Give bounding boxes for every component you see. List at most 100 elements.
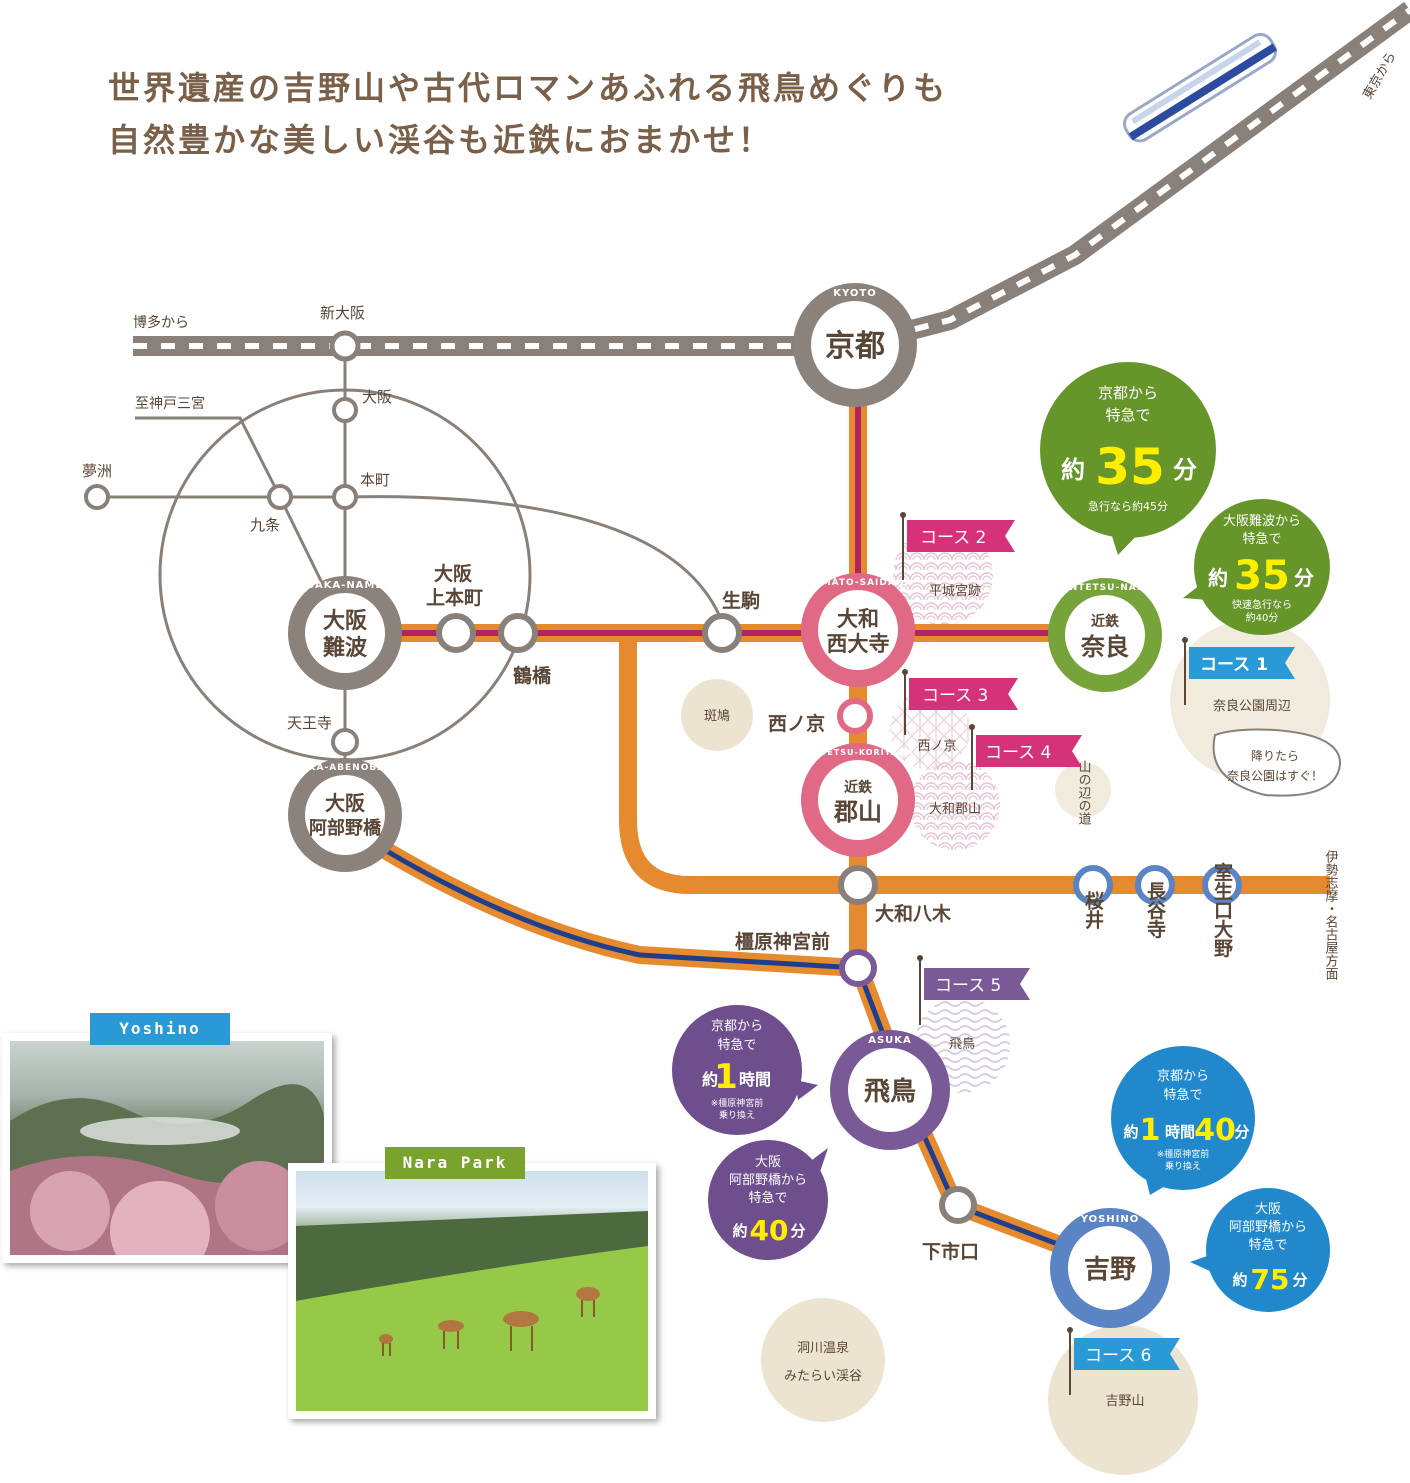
osaka-label: 大阪 <box>362 388 392 406</box>
uehonmachi-label-1: 大阪 <box>434 562 473 585</box>
course-5-flag[interactable]: コース 5 <box>917 955 1030 1025</box>
svg-text:阿部野橋から: 阿部野橋から <box>1229 1220 1307 1235</box>
station-koriyama[interactable] <box>801 743 915 857</box>
svg-text:約40分: 約40分 <box>1246 611 1279 624</box>
hasedera-label: 長谷寺 <box>1144 881 1166 938</box>
yoshinoyama-label: 吉野山 <box>1105 1394 1144 1409</box>
svg-text:約: 約 <box>1061 456 1085 484</box>
svg-text:約: 約 <box>702 1070 718 1089</box>
svg-text:分: 分 <box>1292 1271 1307 1289</box>
svg-text:特急で: 特急で <box>1105 406 1150 424</box>
namba-roman: OSAKA-NAMBA <box>297 580 393 591</box>
station-asuka[interactable] <box>830 1030 950 1150</box>
station-nara[interactable] <box>1048 578 1162 692</box>
svg-text:※橿原神宮前: ※橿原神宮前 <box>1157 1148 1210 1160</box>
kyoto-name: 京都 <box>825 329 885 364</box>
svg-text:分: 分 <box>1234 1123 1249 1141</box>
station-kyoto[interactable] <box>793 283 917 407</box>
course-5-label: コース 5 <box>935 976 1001 996</box>
kyoto-roman: KYOTO <box>833 288 876 299</box>
course-3-flag[interactable]: コース 3 <box>902 669 1018 735</box>
svg-text:大阪難波から: 大阪難波から <box>1223 514 1301 529</box>
koriyama-name-2: 郡山 <box>833 797 882 826</box>
bubble-kyoto-nara: 京都から 特急で 約 35 分 急行なら約45分 <box>1040 362 1216 555</box>
course-2-flag[interactable]: コース 2 <box>900 512 1015 580</box>
tennoji-label: 天王寺 <box>287 714 332 732</box>
station-namba[interactable] <box>288 576 402 690</box>
svg-text:京都から: 京都から <box>711 1019 763 1034</box>
shimoichiguchi-label: 下市口 <box>922 1240 979 1263</box>
shin-osaka-label: 新大阪 <box>320 304 365 322</box>
honmachi-label: 本町 <box>360 471 390 489</box>
course-6-flag[interactable]: コース 6 <box>1067 1327 1180 1395</box>
svg-text:特急で: 特急で <box>1242 532 1281 547</box>
hakata-direction: 博多から <box>133 314 189 331</box>
small-stations <box>84 330 1242 1224</box>
yumeshima-label: 夢洲 <box>82 462 112 480</box>
station-yoshino[interactable] <box>1050 1208 1170 1328</box>
shinkansen-line <box>133 1 1410 356</box>
speech-line-1: 降りたら <box>1251 749 1299 763</box>
svg-text:40: 40 <box>750 1214 789 1247</box>
speech-line-2: 奈良公園はすぐ！ <box>1227 768 1323 783</box>
course-4-label: コース 4 <box>985 743 1051 763</box>
svg-text:特急で: 特急で <box>748 1191 787 1206</box>
bubble-abeno-yoshino: 大阪 阿部野橋から 特急で 約 75 分 <box>1190 1188 1330 1312</box>
asuka-roman: ASUKA <box>868 1035 912 1046</box>
svg-text:35: 35 <box>1234 553 1290 599</box>
svg-text:※橿原神宮前: ※橿原神宮前 <box>711 1097 764 1109</box>
svg-text:分: 分 <box>790 1222 805 1240</box>
bubble-abeno-asuka: 大阪 阿部野橋から 特急で 約 40 分 <box>708 1140 828 1260</box>
yoshino-scenery <box>10 1084 324 1255</box>
bubble-kyoto-yoshino: 京都から 特急で 約 1 時間 40 分 ※橿原神宮前 乗り換え <box>1111 1046 1255 1195</box>
course-1-flag[interactable]: コース 1 <box>1182 637 1295 705</box>
koriyama-area-label: 大和郡山 <box>929 802 981 817</box>
namba-name-1: 大阪 <box>323 608 367 634</box>
svg-text:特急で: 特急で <box>1163 1088 1202 1103</box>
headline-line-1: 世界遺産の吉野山や古代ロマンあふれる飛鳥めぐりも <box>108 69 949 107</box>
koriyama-name-1: 近鉄 <box>844 779 873 796</box>
yoshino-photo <box>2 1033 332 1263</box>
ise-direction: 伊勢志摩・名古屋方面 <box>1323 850 1339 980</box>
course-2-label: コース 2 <box>920 528 986 548</box>
headline: 世界遺産の吉野山や古代ロマンあふれる飛鳥めぐりも自然豊かな美しい渓谷も近鉄におま… <box>108 62 948 166</box>
svg-text:40: 40 <box>1194 1113 1236 1148</box>
svg-text:1: 1 <box>714 1057 738 1097</box>
svg-text:約: 約 <box>1232 1271 1247 1289</box>
station-abenobashi[interactable] <box>288 758 402 872</box>
koriyama-area <box>910 760 1000 850</box>
course-4-flag[interactable]: コース 4 <box>969 724 1082 790</box>
tsuruhashi-label: 鶴橋 <box>513 664 552 687</box>
asuka-name: 飛鳥 <box>864 1077 916 1107</box>
yoshino-image <box>10 1041 324 1255</box>
svg-text:特急で: 特急で <box>717 1038 756 1053</box>
course-6-label: コース 6 <box>1085 1346 1151 1366</box>
ikoma-label: 生駒 <box>722 589 760 612</box>
svg-text:分: 分 <box>1294 566 1314 590</box>
nara-name-1: 近鉄 <box>1091 613 1120 630</box>
svg-text:阿部野橋から: 阿部野橋から <box>729 1173 807 1188</box>
saidaiji-name-2: 西大寺 <box>827 631 890 656</box>
yoshino-name: 吉野 <box>1084 1255 1136 1285</box>
svg-text:大阪: 大阪 <box>1255 1202 1281 1217</box>
course-1-label: コース 1 <box>1200 655 1268 675</box>
yagi-label: 大和八木 <box>875 902 952 925</box>
dorogawa-label-1: 洞川温泉 <box>797 1340 849 1356</box>
sakurai-label: 桜井 <box>1082 890 1104 930</box>
nara-park-scenery <box>296 1211 648 1411</box>
nara-park-label: 奈良公園周辺 <box>1213 698 1291 714</box>
svg-text:1: 1 <box>1140 1113 1161 1148</box>
svg-text:約: 約 <box>1208 566 1228 590</box>
dorogawa-area <box>761 1298 885 1422</box>
yoshino-tag: Yoshino <box>90 1013 230 1045</box>
nara-park-speech: 降りたら 奈良公園はすぐ！ <box>1212 728 1342 797</box>
station-saidaiji[interactable] <box>801 573 915 687</box>
saidaiji-roman: YAMATO-SAIDAIJI <box>806 578 909 588</box>
nara-name-2: 奈良 <box>1080 632 1129 661</box>
nara-park-photo <box>288 1163 656 1419</box>
uehonmachi-label-2: 上本町 <box>426 586 483 609</box>
murouguchi-label: 室生口大野 <box>1211 861 1233 957</box>
abenobashi-name-1: 大阪 <box>325 791 366 815</box>
svg-text:快速急行なら: 快速急行なら <box>1232 598 1292 611</box>
